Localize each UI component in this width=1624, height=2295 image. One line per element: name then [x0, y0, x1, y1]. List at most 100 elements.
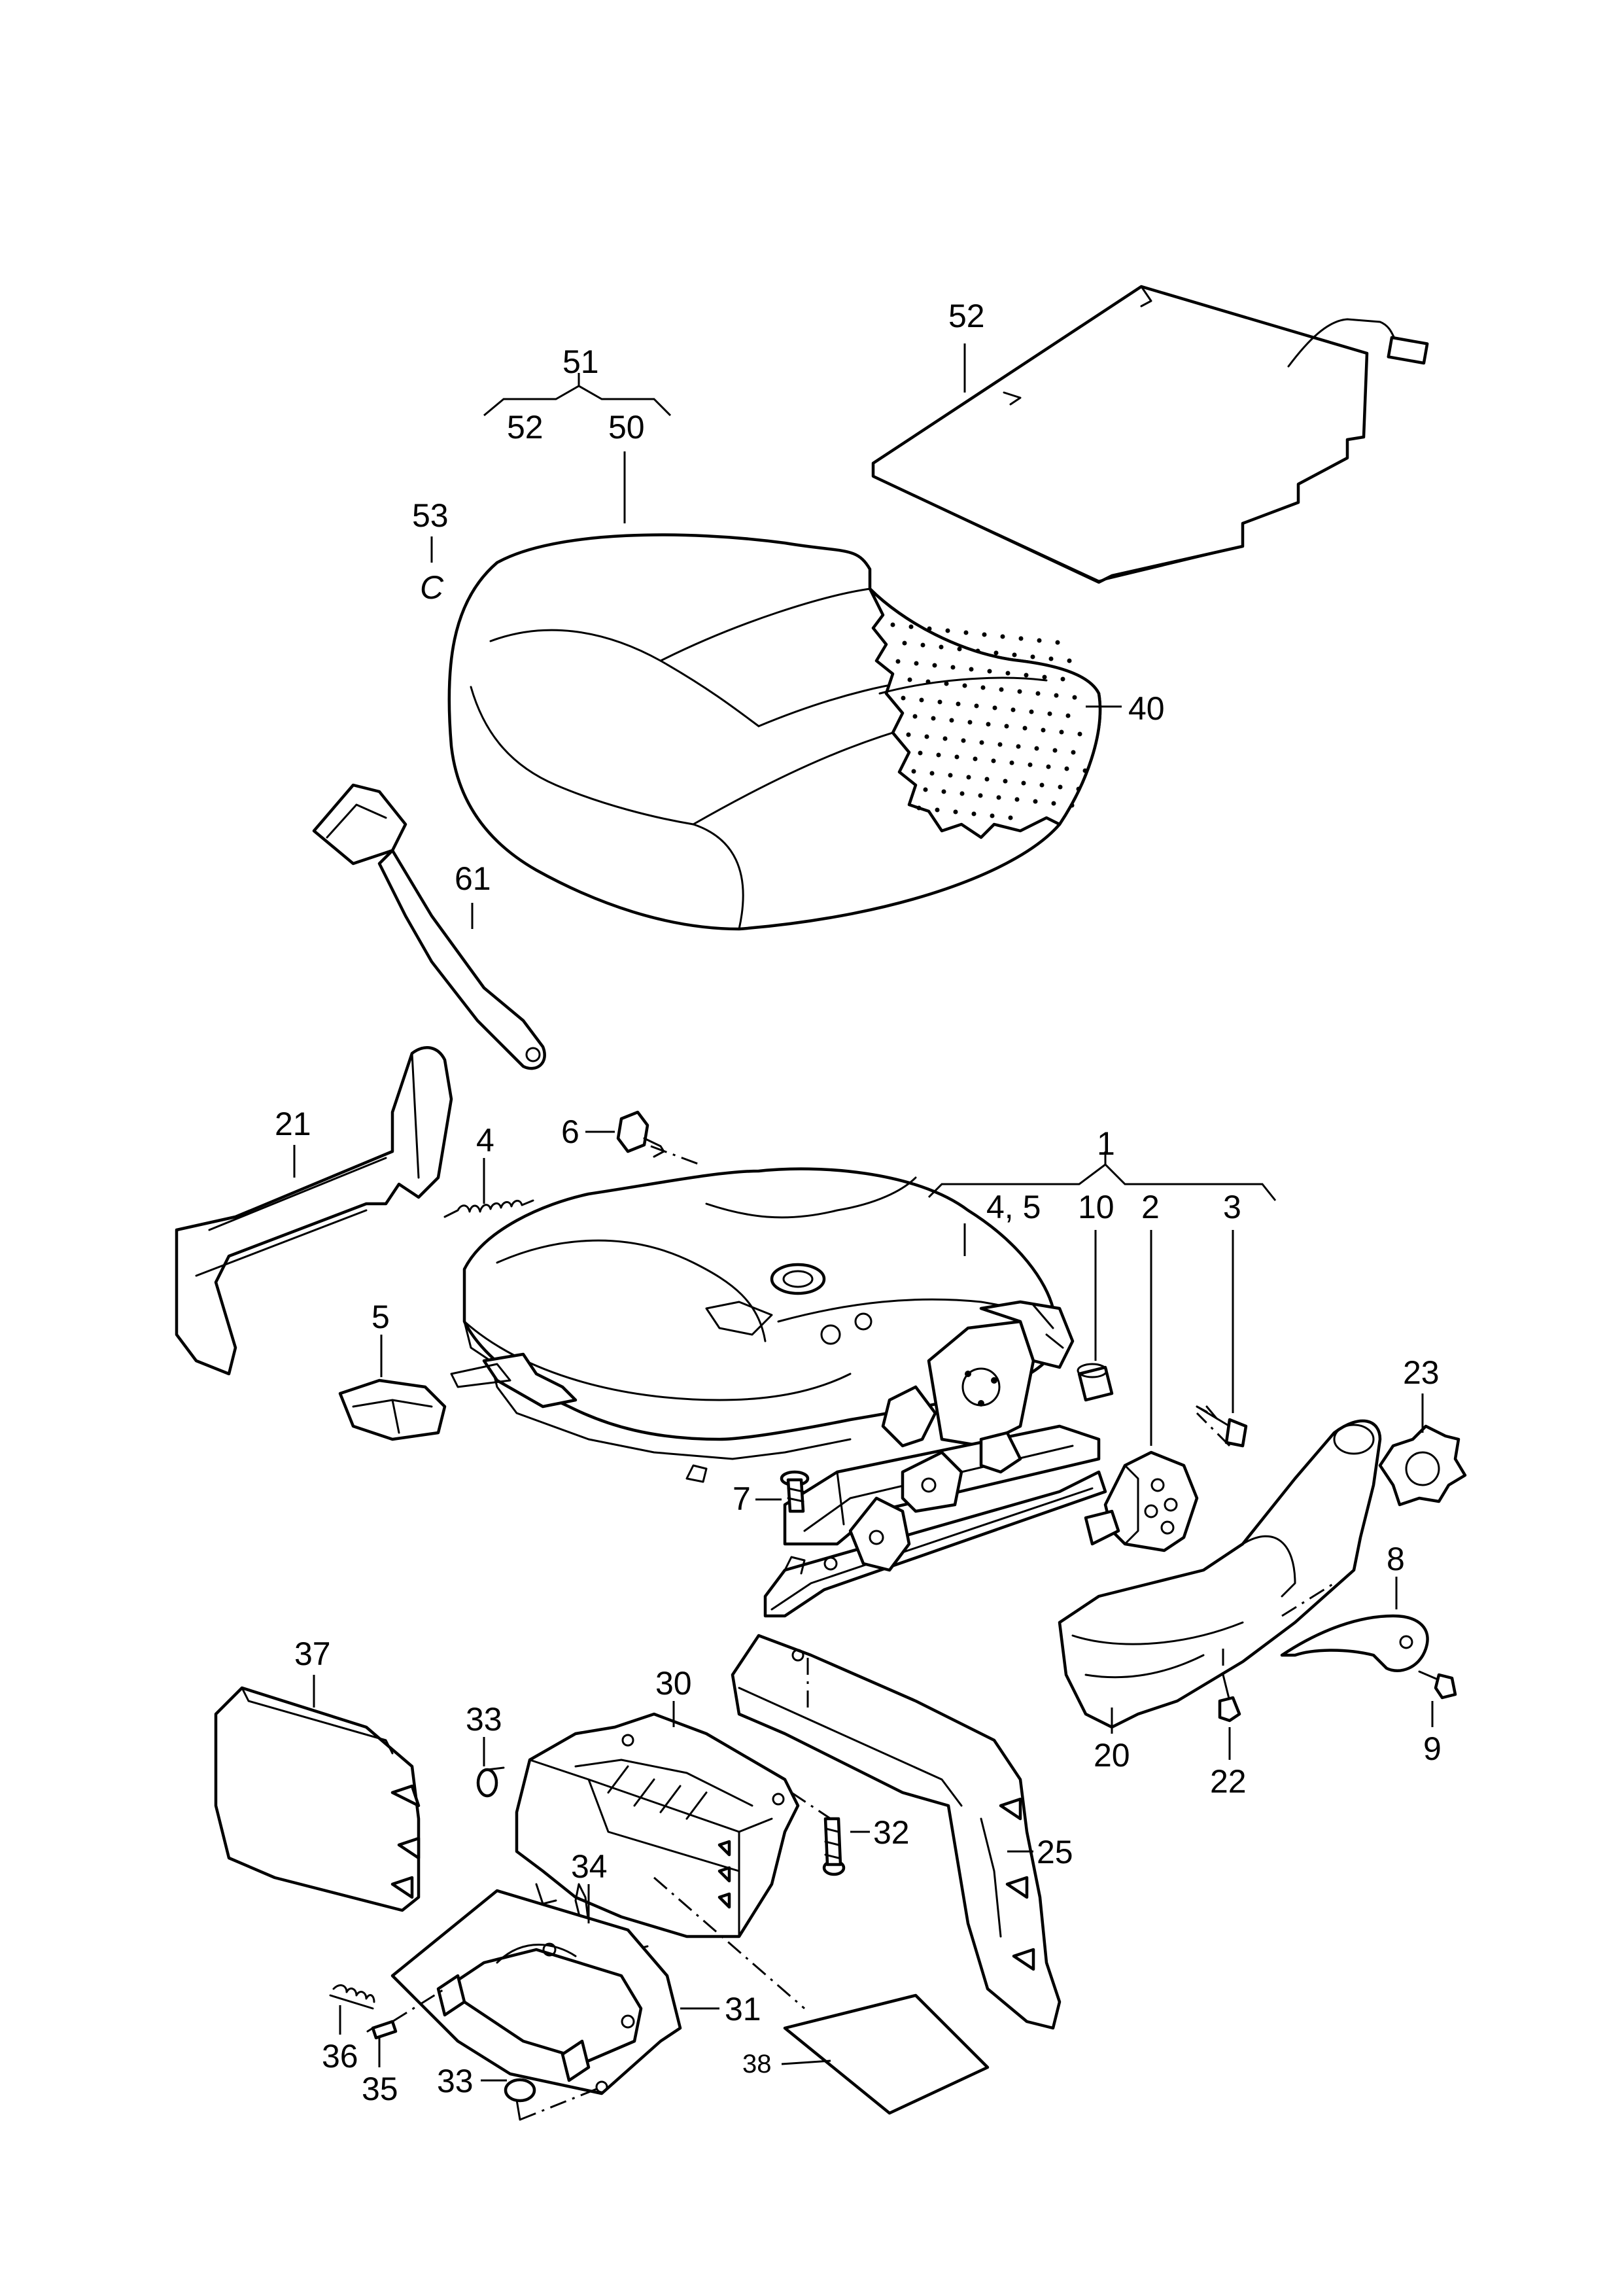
foam-dot	[914, 661, 919, 666]
part-20-side-cover[interactable]	[1058, 1419, 1382, 1729]
foam-dot	[1069, 803, 1075, 808]
part-31-lid[interactable]	[390, 1889, 682, 2095]
callout-35-pin[interactable]: 35	[362, 2071, 398, 2107]
foam-dot	[987, 669, 992, 674]
part-30-storage-tray[interactable]	[515, 1712, 800, 1951]
callout-6-bolt[interactable]: 6	[561, 1113, 579, 1150]
foam-dot	[1051, 801, 1056, 806]
part-23-knob[interactable]	[1378, 1424, 1467, 1507]
foam-dot	[939, 644, 944, 650]
part-5-cap[interactable]	[338, 1378, 447, 1441]
foam-dot	[1059, 729, 1064, 735]
foam-dot	[962, 683, 967, 688]
callout-53[interactable]: 53	[412, 497, 449, 534]
foam-dot	[1058, 784, 1063, 790]
foam-dot	[1037, 638, 1042, 643]
callout-52-heating-mat[interactable]: 52	[948, 298, 985, 334]
callout-8-lever[interactable]: 8	[1387, 1541, 1405, 1577]
foam-dot	[1005, 671, 1011, 676]
part-35-pin[interactable]	[366, 2020, 398, 2040]
callout-5-cap[interactable]: 5	[371, 1299, 390, 1335]
foam-dot	[944, 681, 949, 686]
foam-dot	[924, 734, 929, 739]
callout-3-screw[interactable]: 3	[1223, 1189, 1241, 1225]
callout-38-label[interactable]: 38	[742, 2050, 772, 2078]
part-38-label[interactable]	[783, 1993, 990, 2115]
part-4-spring[interactable]	[443, 1199, 534, 1218]
part-6-bolt[interactable]	[616, 1110, 665, 1158]
foam-dot	[918, 750, 923, 756]
callout-7-bolt[interactable]: 7	[733, 1480, 751, 1517]
foam-dot	[963, 630, 969, 635]
callout-23-knob[interactable]: 23	[1403, 1354, 1440, 1391]
part-52-heating-mat[interactable]	[871, 285, 1429, 584]
callout-21-side-trim[interactable]: 21	[275, 1106, 311, 1142]
foam-dot	[1017, 689, 1022, 694]
foam-dot	[961, 738, 966, 743]
part-2-recliner[interactable]	[1084, 1450, 1199, 1552]
foam-dot	[957, 646, 962, 652]
part-33-cap-top[interactable]	[476, 1766, 505, 1798]
callout-33-cap-bottom[interactable]: 33	[437, 2063, 474, 2099]
callout-40-foam-pad[interactable]: 40	[1128, 690, 1165, 727]
foam-dot	[967, 720, 973, 725]
callout-36-spring[interactable]: 36	[322, 2038, 358, 2075]
foam-dot	[997, 742, 1003, 747]
part-32-bolt[interactable]	[822, 1817, 846, 1876]
part-33-cap-bottom[interactable]	[504, 2078, 536, 2121]
part-3-screw[interactable]	[1196, 1405, 1248, 1448]
callout-25-front-trim[interactable]: 25	[1037, 1834, 1073, 1870]
callout-2-recliner[interactable]: 2	[1141, 1189, 1160, 1225]
foam-dot	[1018, 636, 1024, 641]
foam-dot	[966, 775, 971, 780]
callout-50-seat-cover[interactable]: 50	[608, 409, 645, 446]
foam-dot	[942, 736, 948, 741]
callout-34-pin[interactable]: 34	[571, 1848, 608, 1885]
part-22-screw[interactable]	[1218, 1673, 1241, 1723]
part-36-spring[interactable]	[329, 1984, 375, 2010]
part-7-bolt[interactable]	[780, 1470, 810, 1513]
part-21-side-trim[interactable]	[175, 1046, 453, 1376]
part-40-foam-pad[interactable]	[868, 587, 1102, 839]
callout-4-spring[interactable]: 4	[476, 1122, 494, 1159]
foam-dot	[959, 791, 965, 796]
callout-61-belt-buckle[interactable]: 61	[455, 860, 491, 897]
foam-dot	[984, 777, 990, 782]
foam-dot	[1011, 707, 1016, 712]
foam-dot	[1067, 658, 1072, 663]
callout-4-5[interactable]: 4, 5	[986, 1189, 1041, 1225]
callout-51-cushion-assembly[interactable]: 51	[562, 343, 599, 380]
foam-dot	[1000, 634, 1005, 639]
callout-31-lid[interactable]: 31	[725, 1991, 761, 2027]
foam-dot	[1072, 695, 1077, 700]
part-61-belt-buckle[interactable]	[312, 783, 546, 1070]
part-9-screw[interactable]	[1418, 1670, 1457, 1700]
callout-22-screw[interactable]: 22	[1210, 1763, 1247, 1800]
foam-dot	[973, 756, 978, 762]
callout-20-side-cover[interactable]: 20	[1094, 1737, 1130, 1774]
callout-30-storage-tray[interactable]: 30	[655, 1665, 692, 1702]
callout-32-bolt[interactable]: 32	[873, 1814, 910, 1851]
callout-10-bushing[interactable]: 10	[1078, 1189, 1114, 1225]
foam-dot	[936, 752, 941, 758]
foam-dot	[895, 659, 901, 664]
callout-labels: 52 51 52 50 53 C 40 61 21 6 4 1 4, 5 10 …	[275, 298, 1442, 2107]
part-25-front-trim[interactable]	[731, 1634, 1062, 2030]
foam-dot	[1042, 674, 1047, 680]
callout-52-sub[interactable]: 52	[507, 409, 544, 446]
callout-33-cap-top[interactable]: 33	[466, 1701, 502, 1738]
callout-1-seat-frame[interactable]: 1	[1097, 1125, 1115, 1162]
foam-dot	[975, 648, 980, 654]
callout-37-cover[interactable]: 37	[294, 1636, 331, 1672]
foam-dot	[1071, 750, 1076, 755]
foam-dot	[906, 732, 911, 737]
part-1-seat-frame[interactable]	[450, 1167, 1107, 1618]
part-8-lever[interactable]	[1280, 1614, 1429, 1672]
part-37-cover[interactable]	[214, 1686, 421, 1912]
foam-dot	[902, 640, 907, 646]
part-10-bushing[interactable]	[1077, 1363, 1114, 1402]
callout-9-screw[interactable]: 9	[1423, 1730, 1442, 1767]
foam-dot	[1021, 780, 1026, 786]
foam-dot	[1016, 744, 1021, 749]
